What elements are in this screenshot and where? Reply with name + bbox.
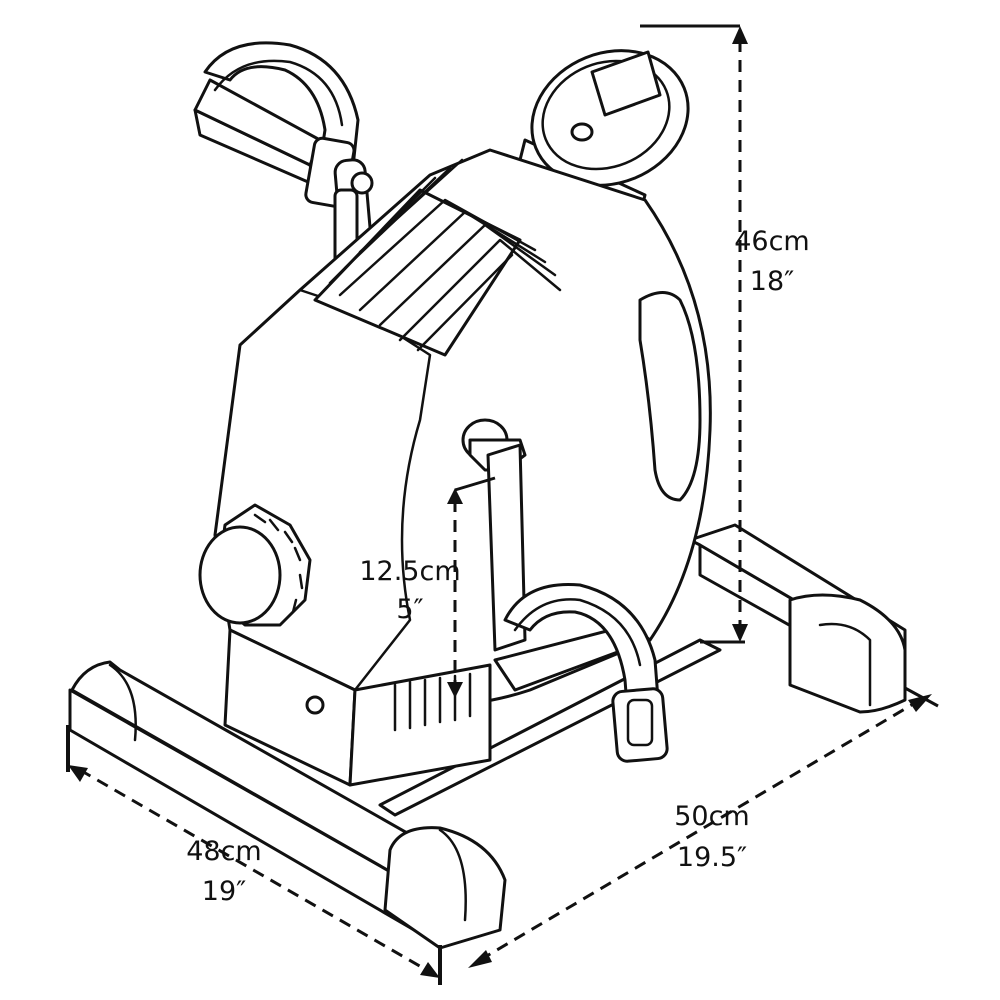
crank-arm — [461, 418, 527, 652]
width-dimension-line — [66, 725, 442, 985]
length-metric-label: 50cm — [674, 801, 750, 832]
width-metric-label: 48cm — [186, 836, 262, 867]
height-imperial-label: 18″ — [750, 266, 794, 297]
power-port — [305, 695, 325, 715]
upper-left-pedal — [193, 41, 374, 277]
rear-base-bar — [688, 523, 907, 714]
height-dimension-line — [640, 24, 748, 644]
crank-metric-label: 12.5cm — [359, 556, 460, 587]
tension-knob — [198, 503, 312, 627]
crank-dimension-line — [447, 476, 496, 698]
console-button — [570, 122, 594, 142]
height-metric-label: 46cm — [734, 226, 810, 257]
flywheel-housing — [213, 148, 712, 707]
length-dimension-line — [468, 686, 939, 968]
side-grip-recess — [638, 291, 702, 502]
front-base-bar — [68, 660, 507, 950]
length-imperial-label: 19.5″ — [677, 842, 747, 873]
front-pedal — [493, 582, 669, 763]
width-imperial-label: 19″ — [202, 876, 246, 907]
crank-imperial-label: 5″ — [396, 594, 423, 625]
lcd-screen — [590, 50, 662, 117]
